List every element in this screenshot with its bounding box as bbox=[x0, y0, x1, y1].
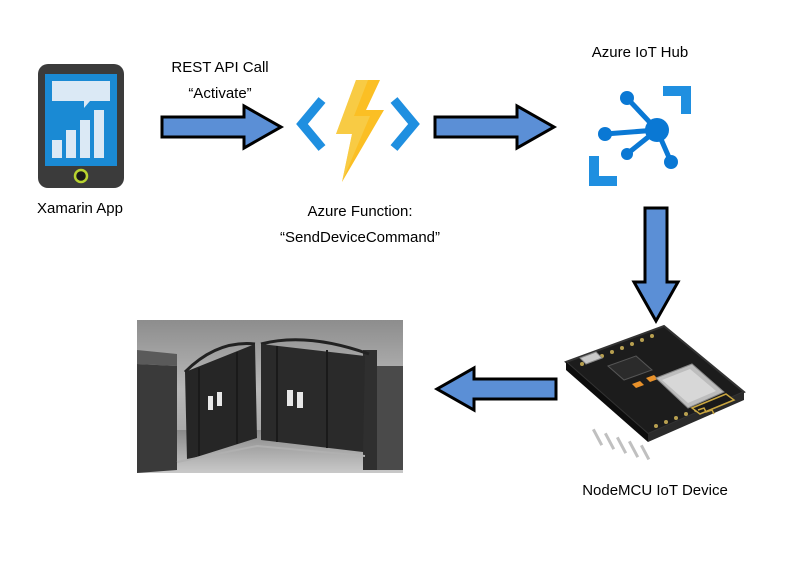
gate-photo bbox=[137, 320, 403, 473]
arrow-app-to-function bbox=[160, 103, 285, 151]
azure-function-label: Azure Function: bbox=[307, 203, 413, 220]
azure-iot-hub-icon bbox=[589, 86, 691, 186]
nodemcu-device-label: NodeMCU IoT Device bbox=[582, 482, 728, 499]
rest-api-call-label: REST API Call bbox=[171, 59, 269, 76]
arrow-device-to-gate bbox=[433, 365, 558, 413]
arrow-iothub-to-device bbox=[631, 206, 681, 325]
azure-function-icon bbox=[296, 80, 420, 182]
azure-iot-hub-label: Azure IoT Hub bbox=[591, 44, 689, 61]
activate-label: “Activate” bbox=[188, 85, 252, 102]
send-device-command-label: “SendDeviceCommand” bbox=[279, 229, 441, 246]
xamarin-app-label: Xamarin App bbox=[37, 200, 123, 217]
nodemcu-board-icon bbox=[564, 324, 746, 461]
arrow-function-to-iothub bbox=[433, 103, 558, 151]
mobile-phone-icon bbox=[38, 64, 124, 188]
